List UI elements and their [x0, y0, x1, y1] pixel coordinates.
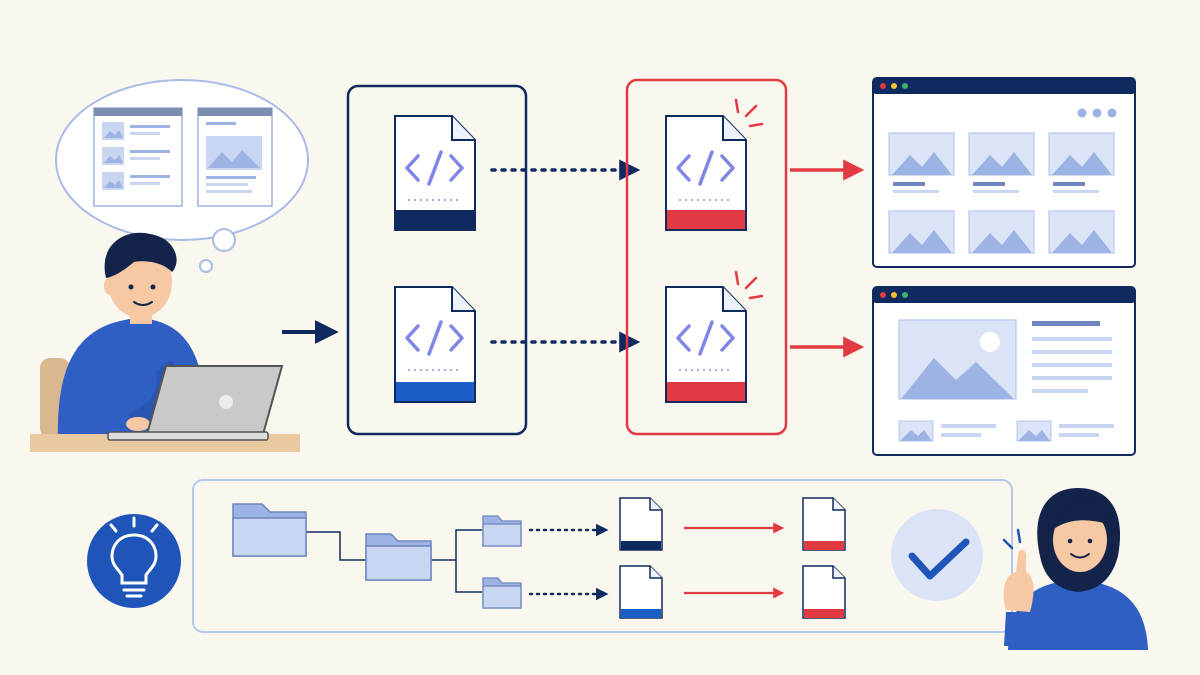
code-file-icon — [619, 497, 663, 551]
folder-icon — [232, 503, 307, 557]
sparkle-icon — [734, 270, 764, 300]
sparkle-icon — [734, 98, 764, 128]
thought-bubble — [55, 79, 309, 273]
thought-list-page — [93, 107, 183, 207]
thought-detail-page — [197, 107, 273, 207]
checkmark-icon — [891, 509, 983, 601]
image-placeholder-icon — [888, 210, 955, 254]
developer-person — [30, 232, 300, 452]
laptop-icon — [107, 365, 284, 441]
code-file-icon — [394, 286, 476, 403]
folder-icon — [482, 515, 522, 547]
output-files-box — [625, 78, 788, 436]
source-files-box — [346, 84, 528, 436]
image-placeholder-icon — [968, 132, 1035, 193]
code-file-icon — [802, 497, 846, 551]
browser-window-grid — [872, 77, 1136, 268]
image-placeholder-icon — [1048, 210, 1115, 254]
code-file-icon — [665, 115, 747, 231]
code-file-icon — [802, 565, 846, 619]
image-placeholder-icon — [968, 210, 1035, 254]
browser-window-detail — [872, 286, 1136, 456]
lightbulb-icon — [87, 514, 181, 608]
folder-icon — [365, 533, 432, 581]
folder-structure-panel — [87, 479, 1013, 633]
code-file-icon — [665, 286, 747, 403]
image-placeholder-icon — [1016, 420, 1052, 442]
code-file-icon — [619, 565, 663, 619]
image-placeholder-icon — [898, 420, 934, 442]
image-placeholder-icon — [888, 132, 955, 193]
woman-person — [1002, 488, 1148, 650]
code-file-icon — [394, 115, 476, 231]
folder-icon — [482, 577, 522, 609]
image-placeholder-icon — [1048, 132, 1115, 193]
image-placeholder-icon — [898, 319, 1017, 400]
